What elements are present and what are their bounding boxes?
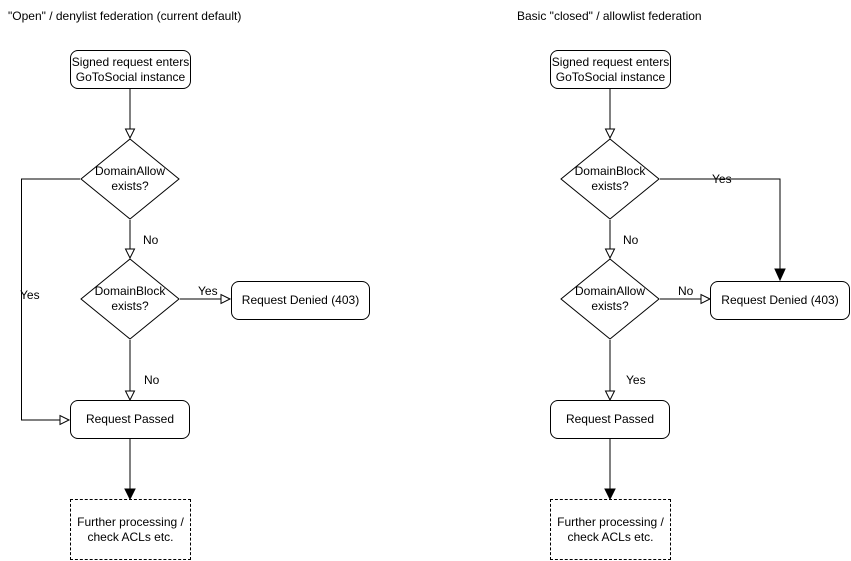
right-decision1-node: DomainBlock exists? (560, 138, 660, 220)
right-decision2-node: DomainAllow exists? (560, 258, 660, 340)
left-further-processing-label: Further processing / check ACLs etc. (77, 514, 184, 544)
left-edge-passed-to-further (124, 439, 136, 501)
right-further-processing-node: Further processing / check ACLs etc. (550, 499, 671, 560)
left-decision1-yes-edge-label: Yes (20, 288, 40, 302)
right-decision1-label: DomainBlock exists? (574, 164, 646, 193)
right-edge-decision1-yes-to-denied (660, 178, 786, 282)
left-edge-start-to-decision1 (124, 89, 136, 140)
left-decision2-node: DomainBlock exists? (80, 258, 180, 340)
diamond-shape (80, 138, 180, 220)
left-edge-decision2-no-to-passed (124, 340, 136, 402)
left-further-processing-node: Further processing / check ACLs etc. (70, 499, 191, 560)
left-denied-node: Request Denied (403) (231, 281, 370, 320)
left-start-label: Signed request enters GoToSocial instanc… (71, 54, 190, 84)
left-start-node: Signed request enters GoToSocial instanc… (70, 50, 191, 89)
right-decision2-yes-edge-label: Yes (626, 373, 646, 387)
right-edge-decision1-no-to-decision2 (604, 220, 616, 260)
right-passed-node: Request Passed (550, 400, 670, 439)
diamond-shape (560, 258, 660, 340)
left-decision2-no-edge-label: No (144, 373, 160, 387)
right-decision2-no-edge-label: No (678, 284, 694, 298)
left-edge-decision1-no-to-decision2 (124, 220, 136, 260)
right-edge-decision2-no-to-denied (660, 293, 712, 305)
right-start-label: Signed request enters GoToSocial instanc… (551, 54, 670, 84)
right-denied-label: Request Denied (403) (721, 293, 839, 307)
left-denied-label: Request Denied (403) (241, 293, 360, 307)
right-edge-passed-to-further (604, 439, 616, 501)
left-decision1-node: DomainAllow exists? (80, 138, 180, 220)
right-decision1-yes-edge-label: Yes (712, 172, 732, 186)
left-decision2-yes-edge-label: Yes (198, 284, 218, 298)
right-passed-label: Request Passed (565, 412, 655, 426)
left-decision1-no-edge-label: No (143, 233, 159, 247)
left-chart-title: "Open" / denylist federation (current de… (8, 9, 242, 23)
right-decision1-no-edge-label: No (623, 233, 639, 247)
diamond-shape (560, 138, 660, 220)
right-start-node: Signed request enters GoToSocial instanc… (550, 50, 671, 89)
left-edge-decision1-yes-to-passed (21, 178, 80, 426)
right-chart-title: Basic "closed" / allowlist federation (517, 9, 702, 23)
right-further-processing-label: Further processing / check ACLs etc. (557, 514, 664, 544)
left-passed-node: Request Passed (70, 400, 190, 439)
right-denied-node: Request Denied (403) (710, 281, 850, 320)
left-decision1-label: DomainAllow exists? (94, 164, 166, 193)
left-edge-decision2-yes-to-denied (180, 293, 232, 305)
left-passed-label: Request Passed (85, 412, 175, 426)
diamond-shape (80, 258, 180, 340)
right-edge-start-to-decision1 (604, 89, 616, 140)
right-decision2-label: DomainAllow exists? (574, 284, 646, 313)
right-edge-decision2-yes-to-passed (604, 340, 616, 402)
left-decision2-label: DomainBlock exists? (94, 284, 166, 313)
